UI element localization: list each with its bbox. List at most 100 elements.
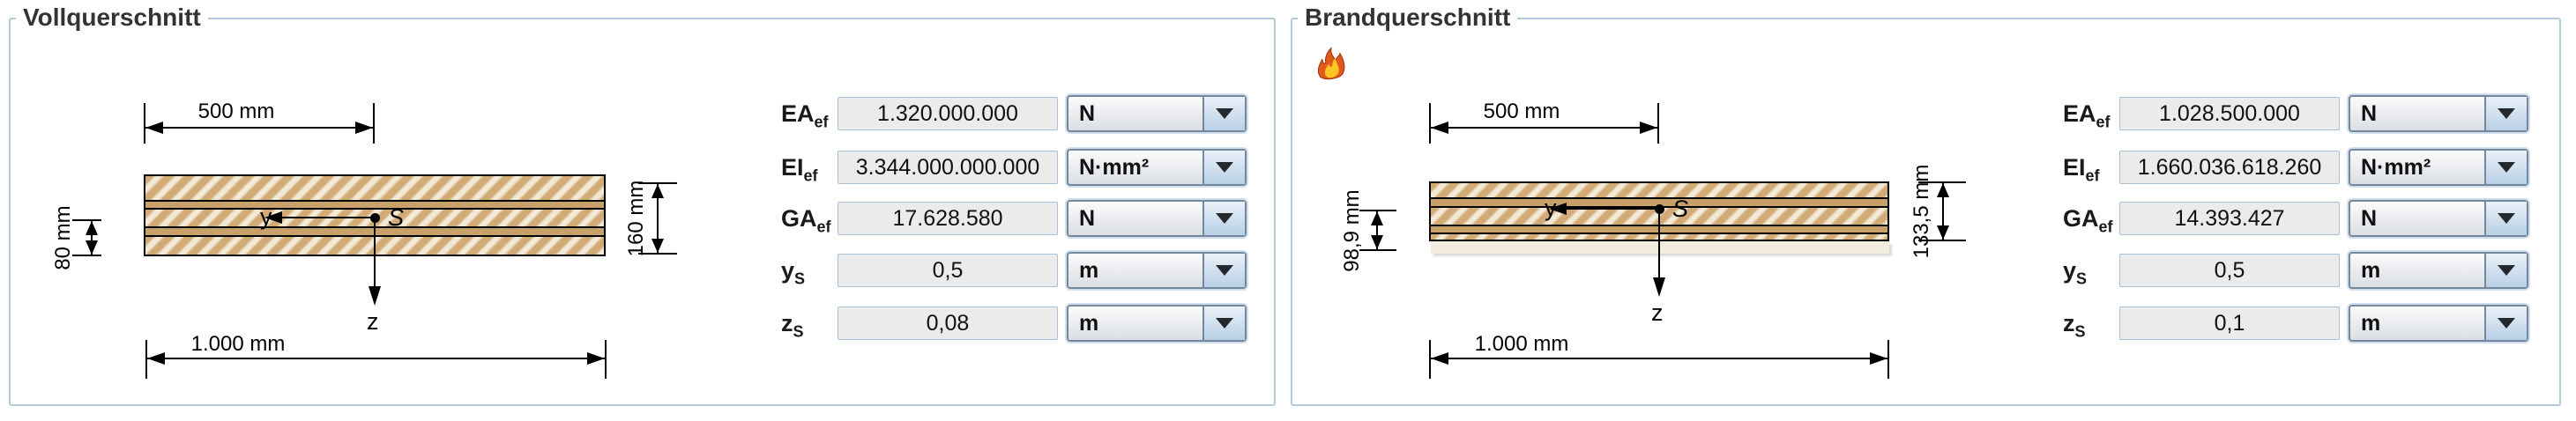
dropdown-arrow-icon[interactable] — [1202, 202, 1245, 235]
EIef-unit-select[interactable]: N·mm² — [1067, 149, 1247, 186]
z-axis-arrow — [374, 218, 376, 288]
EAef-unit-select[interactable]: N — [2349, 95, 2528, 132]
y-axis-arrowhead-icon — [264, 211, 282, 224]
panel-vollquerschnitt: Vollquerschnitt 500 mm 1.000 mm — [9, 4, 1276, 406]
z-axis-arrowhead-icon — [369, 286, 381, 306]
dropdown-arrow-icon[interactable] — [2484, 254, 2527, 287]
row-GAef: GAef 17.628.580 N — [781, 200, 1252, 237]
chevron-down-icon — [1216, 213, 1233, 224]
EAef-value-field[interactable]: 1.028.500.000 — [2119, 97, 2340, 130]
EAef-label: EAef — [781, 100, 829, 131]
centroid-dot — [370, 213, 380, 223]
dropdown-arrow-icon[interactable] — [1202, 307, 1245, 340]
dim-left-label: 98,9 mm — [1340, 189, 1364, 272]
dim-bottom-label: 1.000 mm — [190, 332, 286, 356]
dim-bottom: 1.000 mm — [1429, 332, 1889, 379]
zS-value-field[interactable]: 0,08 — [838, 307, 1058, 340]
dropdown-arrow-icon[interactable] — [2484, 151, 2527, 184]
yS-value-field[interactable]: 0,5 — [838, 254, 1058, 287]
dim-top-label: 500 mm — [197, 100, 275, 123]
z-axis-arrow — [1658, 209, 1660, 279]
chevron-down-icon — [1216, 162, 1233, 173]
EIef-value-field[interactable]: 1.660.036.618.260 — [2119, 151, 2340, 184]
dim-top: 500 mm — [1429, 100, 1659, 144]
dim-right-label: 160 mm — [624, 180, 648, 257]
char-layer — [1431, 241, 1889, 254]
dim-left: 98,9 mm — [1340, 189, 1396, 272]
row-zS: zS 0,1 m — [2063, 305, 2534, 342]
EIef-label: EIef — [781, 154, 818, 185]
zS-value-field[interactable]: 0,1 — [2119, 307, 2340, 340]
row-EIef: EIef 1.660.036.618.260 N·mm² — [2063, 149, 2534, 186]
z-axis-label: z — [1651, 299, 1664, 326]
dim-top-label: 500 mm — [1483, 100, 1560, 123]
GAef-unit-select[interactable]: N — [2349, 200, 2528, 237]
wood-layer — [1431, 183, 1887, 197]
GAef-value-field[interactable]: 14.393.427 — [2119, 202, 2340, 235]
dropdown-arrow-icon[interactable] — [2484, 307, 2527, 340]
chevron-down-icon — [2498, 162, 2515, 173]
dim-right: 133,5 mm — [1910, 165, 1966, 258]
dropdown-arrow-icon[interactable] — [2484, 97, 2527, 130]
zS-unit-label: m — [1079, 311, 1099, 336]
fire-icon — [1317, 46, 1345, 80]
chevron-down-icon — [1216, 108, 1233, 119]
EIef-unit-label: N·mm² — [1079, 155, 1150, 180]
GAef-unit-select[interactable]: N — [1067, 200, 1247, 237]
z-axis-arrowhead-icon — [1653, 277, 1665, 297]
cross-layer — [1431, 197, 1887, 206]
zS-unit-select[interactable]: m — [1067, 305, 1247, 342]
yS-unit-label: m — [1079, 258, 1099, 283]
yS-label: yS — [781, 257, 806, 288]
yS-value-field[interactable]: 0,5 — [2119, 254, 2340, 287]
dim-left: 80 mm — [51, 205, 101, 270]
row-EAef: EAef 1.320.000.000 N — [781, 95, 1252, 132]
centroid-label: S — [388, 204, 405, 231]
dropdown-arrow-icon[interactable] — [1202, 151, 1245, 184]
EAef-unit-label: N — [2361, 101, 2378, 126]
EAef-unit-select[interactable]: N — [1067, 95, 1247, 132]
yS-unit-select[interactable]: m — [1067, 252, 1247, 289]
EIef-value-field[interactable]: 3.344.000.000.000 — [838, 151, 1058, 184]
GAef-label: GAef — [781, 205, 831, 236]
row-EIef: EIef 3.344.000.000.000 N·mm² — [781, 149, 1252, 186]
dropdown-arrow-icon[interactable] — [1202, 97, 1245, 130]
z-axis-label: z — [367, 308, 379, 335]
zS-unit-label: m — [2361, 311, 2381, 336]
zS-label: zS — [781, 310, 804, 341]
y-axis-label: y — [1545, 195, 1557, 221]
GAef-label: GAef — [2063, 205, 2113, 236]
GAef-unit-label: N — [1079, 206, 1096, 231]
wood-layer — [145, 176, 604, 200]
dropdown-arrow-icon[interactable] — [1202, 254, 1245, 287]
EAef-value-field[interactable]: 1.320.000.000 — [838, 97, 1058, 130]
y-axis-arrow — [1565, 208, 1659, 210]
row-GAef: GAef 14.393.427 N — [2063, 200, 2534, 237]
zS-unit-select[interactable]: m — [2349, 305, 2528, 342]
GAef-unit-label: N — [2361, 206, 2378, 231]
dim-left-label: 80 mm — [51, 205, 75, 270]
chevron-down-icon — [2498, 108, 2515, 119]
EIef-label: EIef — [2063, 154, 2100, 185]
zS-label: zS — [2063, 310, 2086, 341]
row-EAef: EAef 1.028.500.000 N — [2063, 95, 2534, 132]
yS-unit-label: m — [2361, 258, 2381, 283]
row-yS: yS 0,5 m — [781, 252, 1252, 289]
dim-right-label: 133,5 mm — [1910, 164, 1933, 259]
chevron-down-icon — [2498, 318, 2515, 329]
y-axis-arrowhead-icon — [1549, 203, 1567, 215]
EAef-label: EAef — [2063, 100, 2111, 131]
EIef-unit-label: N·mm² — [2361, 155, 2431, 180]
yS-unit-select[interactable]: m — [2349, 252, 2528, 289]
panel-title: Vollquerschnitt — [16, 4, 208, 32]
GAef-value-field[interactable]: 17.628.580 — [838, 202, 1058, 235]
dim-top: 500 mm — [144, 100, 375, 144]
cross-layer — [145, 200, 604, 208]
centroid-dot — [1655, 204, 1664, 214]
y-axis-label: y — [260, 203, 272, 230]
EIef-unit-select[interactable]: N·mm² — [2349, 149, 2528, 186]
chevron-down-icon — [2498, 265, 2515, 276]
dropdown-arrow-icon[interactable] — [2484, 202, 2527, 235]
panel-brandquerschnitt: Brandquerschnitt 500 mm — [1291, 4, 2561, 406]
centroid-label: S — [1672, 196, 1689, 222]
